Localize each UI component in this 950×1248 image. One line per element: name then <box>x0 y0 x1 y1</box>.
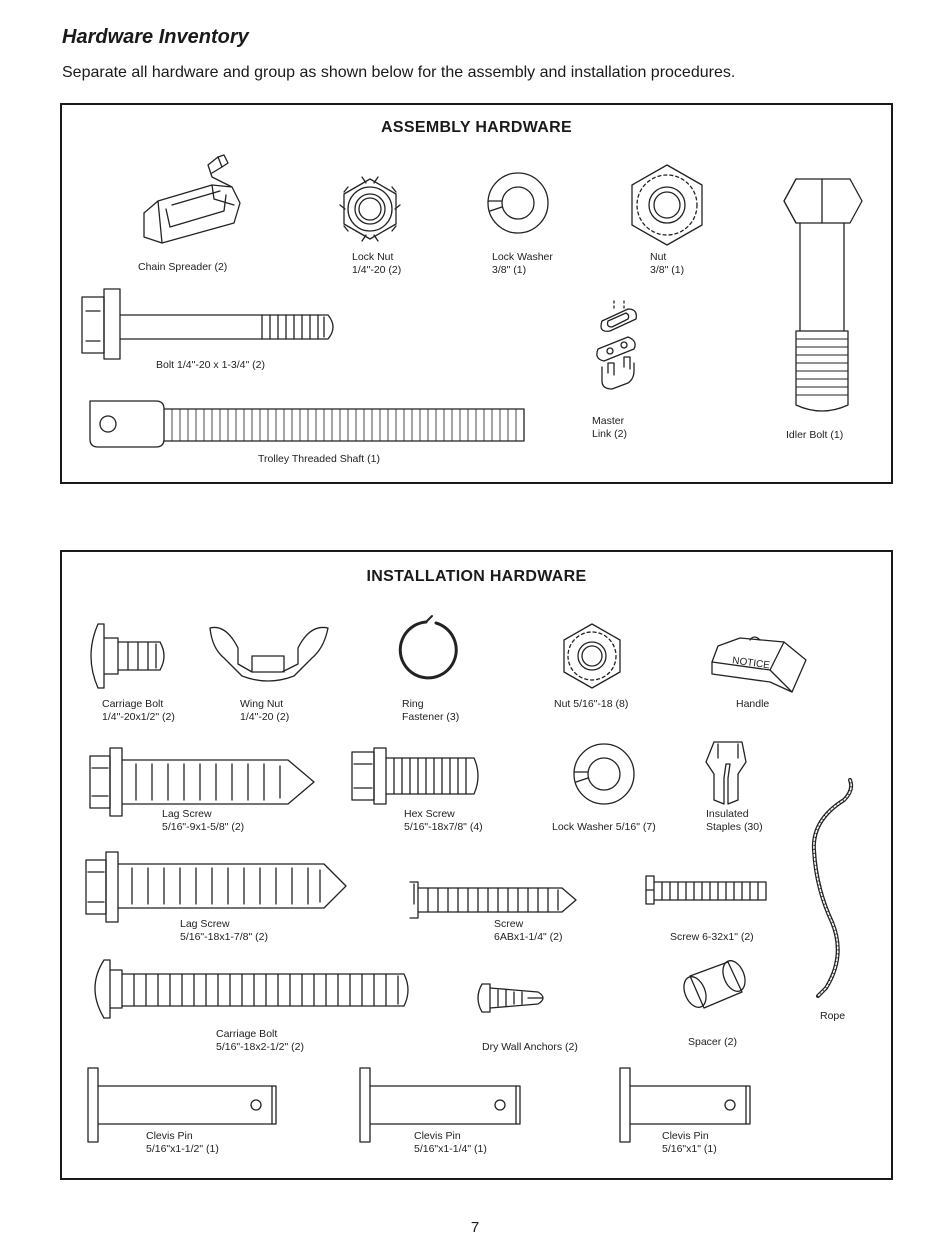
handle-notice-text: NOTICE <box>731 655 770 671</box>
trolley-shaft-label: Trolley Threaded Shaft (1) <box>258 453 380 465</box>
master-link-illustration <box>596 300 637 390</box>
chain-spreader-illustration <box>143 154 241 244</box>
screw-632-illustration <box>645 875 767 905</box>
carriage-bolt-small-label: Carriage Bolt 1/4"-20x1/2" (2) <box>102 698 175 723</box>
clevis-pin-3-illustration <box>619 1067 751 1143</box>
nut-label: Nut 3/8" (1) <box>650 251 685 276</box>
handle-illustration: NOTICE <box>711 636 807 693</box>
clevis-pin-2-illustration <box>359 1067 521 1143</box>
carriage-bolt-large-illustration <box>94 959 409 1019</box>
insulated-staple-illustration <box>705 741 747 805</box>
hex-screw-label: Hex Screw 5/16"-18x7/8" (4) <box>404 808 483 833</box>
lock-washer-516-illustration <box>573 743 635 805</box>
hex-screw-illustration <box>351 747 479 805</box>
assembly-hardware-panel: ASSEMBLY HARDWARE <box>60 103 893 484</box>
clevis-pin-1-illustration <box>87 1067 277 1143</box>
lag-screw-large-illustration <box>85 851 347 923</box>
bolt-illustration <box>81 288 334 360</box>
lock-washer-516-label: Lock Washer 5/16" (7) <box>552 821 656 833</box>
ring-fastener-label: Ring Fastener (3) <box>402 698 460 723</box>
bolt-label: Bolt 1/4"-20 x 1-3/4" (2) <box>156 359 266 371</box>
master-link-label: Master Link (2) <box>592 415 628 440</box>
chain-spreader-label: Chain Spreader (2) <box>138 261 228 273</box>
dry-wall-anchor-illustration <box>477 983 544 1013</box>
spacer-illustration <box>683 960 746 1009</box>
lock-washer-label: Lock Washer 3/8" (1) <box>492 251 553 276</box>
nut-516-label: Nut 5/16"-18 (8) <box>554 698 629 710</box>
idler-bolt-label: Idler Bolt (1) <box>786 429 844 441</box>
wing-nut-label: Wing Nut 1/4"-20 (2) <box>240 698 290 723</box>
lock-washer-illustration <box>487 172 549 234</box>
idler-bolt-illustration <box>783 178 863 412</box>
ring-fastener-illustration <box>398 615 458 680</box>
carriage-bolt-small-illustration <box>90 623 165 689</box>
nut-illustration <box>631 164 703 246</box>
carriage-bolt-large-label: Carriage Bolt 5/16"-18x2-1/2" (2) <box>216 1028 304 1053</box>
trolley-shaft-illustration <box>89 400 525 448</box>
lag-screw-large-label: Lag Screw 5/16"-18x1-7/8" (2) <box>180 918 268 943</box>
assembly-hardware-title: ASSEMBLY HARDWARE <box>381 119 572 136</box>
clevis-pin-3-label: Clevis Pin 5/16"x1" (1) <box>662 1130 717 1155</box>
screw-632-label: Screw 6-32x1" (2) <box>670 931 754 943</box>
intro-text: Separate all hardware and group as shown… <box>62 64 736 81</box>
screw-6ab-label: Screw 6ABx1-1/4" (2) <box>494 918 563 943</box>
lock-nut-illustration <box>339 176 401 242</box>
lag-screw-small-illustration <box>89 747 315 817</box>
spacer-label: Spacer (2) <box>688 1036 738 1048</box>
rope-label: Rope <box>820 1010 846 1022</box>
lock-nut-label: Lock Nut 1/4"-20 (2) <box>352 251 402 276</box>
clevis-pin-2-label: Clevis Pin 5/16"x1-1/4" (1) <box>414 1130 487 1155</box>
page-number: 7 <box>470 1219 480 1236</box>
page-heading: Hardware Inventory <box>62 26 249 48</box>
screw-6ab-illustration <box>409 881 577 919</box>
insulated-staples-label: Insulated Staples (30) <box>706 808 763 833</box>
nut-516-illustration <box>563 623 621 689</box>
installation-hardware-title: INSTALLATION HARDWARE <box>366 568 587 585</box>
rope-illustration <box>811 778 854 998</box>
clevis-pin-1-label: Clevis Pin 5/16"x1-1/2" (1) <box>146 1130 219 1155</box>
wing-nut-illustration <box>209 626 329 682</box>
handle-label: Handle <box>736 698 770 710</box>
lag-screw-small-label: Lag Screw 5/16"-9x1-5/8" (2) <box>162 808 245 833</box>
dry-wall-anchors-label: Dry Wall Anchors (2) <box>482 1041 578 1053</box>
installation-hardware-panel: INSTALLATION HARDWARE <box>60 550 893 1180</box>
